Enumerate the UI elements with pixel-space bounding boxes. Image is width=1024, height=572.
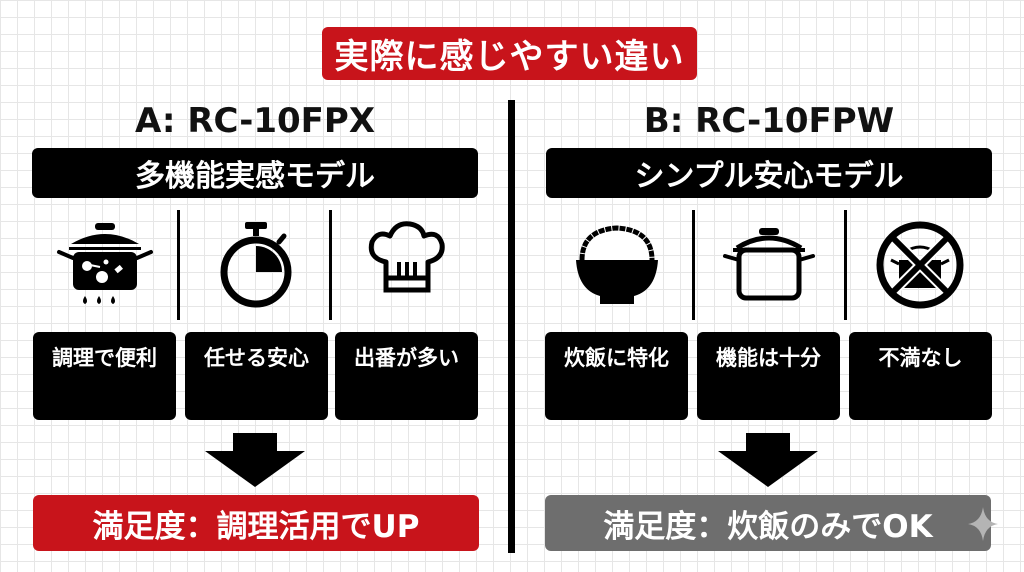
model-a-banner: 多機能実感モデル [32, 148, 478, 198]
model-b-heading: B: RC-10FPW [643, 101, 895, 141]
icon-divider [844, 210, 847, 320]
rice-bowl-icon [545, 215, 688, 315]
stopwatch-icon [185, 215, 328, 315]
down-arrow-icon [205, 433, 305, 487]
feature-box: 調理で便利 [33, 332, 176, 420]
chef-hat-icon [335, 215, 478, 315]
cooking-pot-icon [33, 215, 176, 315]
icon-divider [692, 210, 695, 320]
feature-box: 不満なし [849, 332, 992, 420]
model-b-result: 満足度：炊飯のみでOK [545, 495, 991, 551]
model-a-result: 満足度：調理活用でUP [33, 495, 479, 551]
feature-box: 任せる安心 [185, 332, 328, 420]
page-title: 実際に感じやすい違い [322, 27, 697, 80]
model-a-heading: A: RC-10FPX [134, 101, 376, 141]
feature-box: 出番が多い [335, 332, 478, 420]
center-divider [508, 100, 515, 553]
model-b-banner: シンプル安心モデル [546, 148, 992, 198]
icon-divider [177, 210, 180, 320]
pot-icon [697, 215, 840, 315]
sparkle-icon [968, 507, 998, 541]
down-arrow-icon [718, 433, 818, 487]
icon-divider [329, 210, 332, 320]
feature-box: 機能は十分 [697, 332, 840, 420]
feature-box: 炊飯に特化 [545, 332, 688, 420]
no-pot-icon [848, 215, 991, 315]
